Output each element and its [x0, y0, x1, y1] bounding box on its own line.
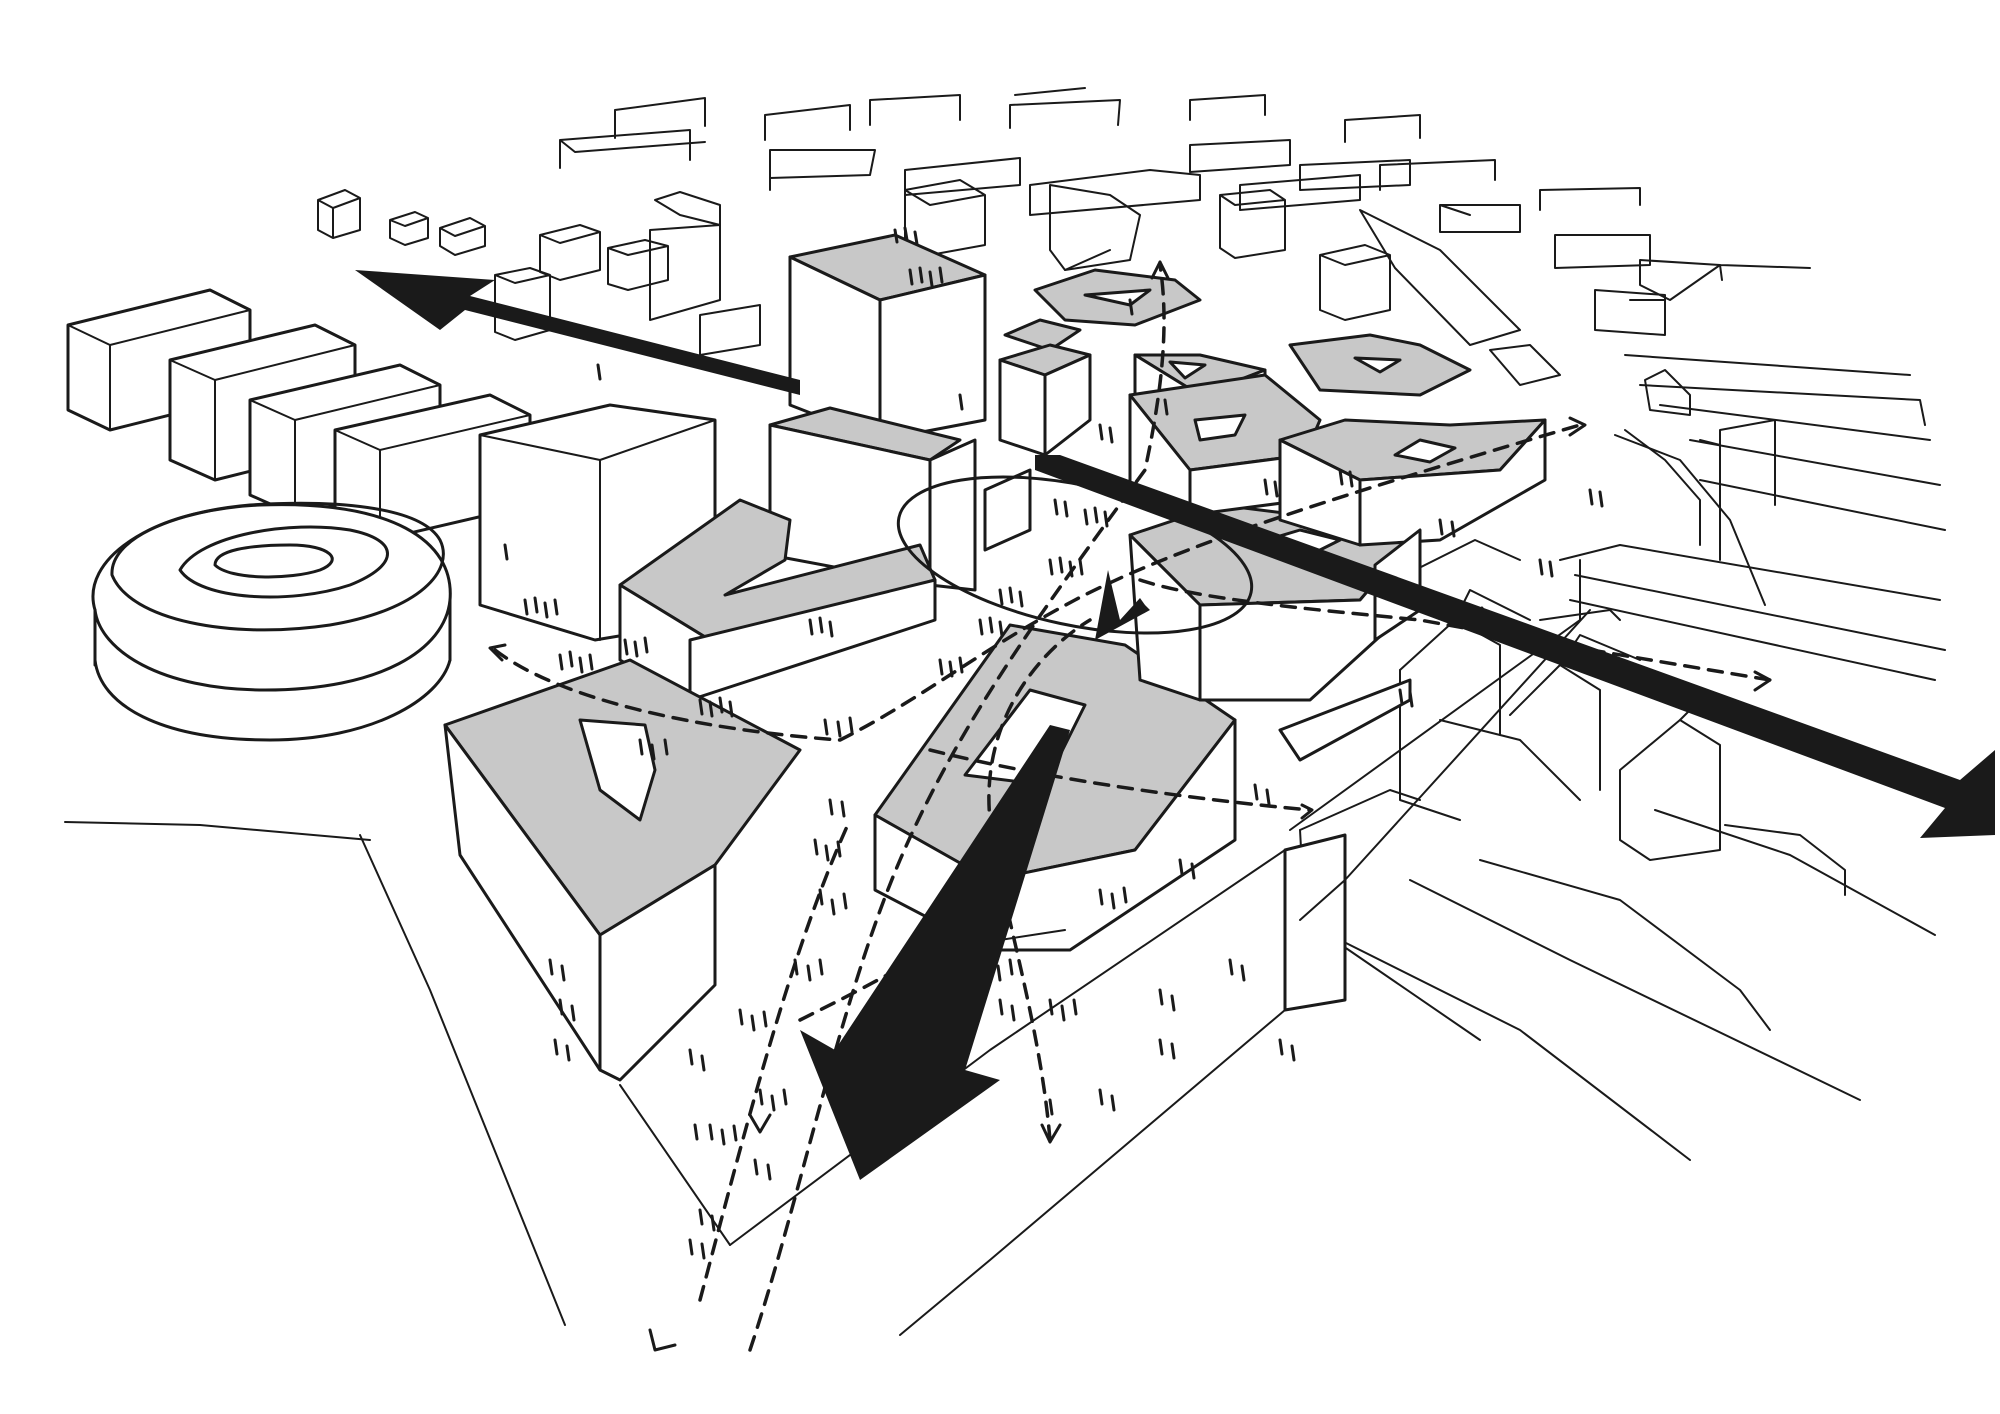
route-f	[928, 748, 1312, 812]
axis-arrow-east	[1035, 455, 1995, 838]
axis-arrow-northwest	[355, 270, 800, 395]
main-axis-arrows	[355, 270, 1995, 1180]
right-context-rows	[1299, 354, 1946, 1161]
route-b	[748, 263, 1166, 1352]
axis-arrow-southwest	[800, 725, 1070, 1180]
axis-arrow-north	[1095, 570, 1150, 640]
route-a	[493, 423, 1582, 742]
ground-lines	[64, 609, 1591, 1336]
context-building-blocks	[66, 87, 1811, 542]
rotunda-building	[91, 501, 452, 742]
tree-stipple-marks	[503, 226, 1604, 1260]
route-c	[698, 818, 852, 1302]
route-e	[1138, 578, 1772, 682]
project-blocks	[443, 233, 1547, 1082]
